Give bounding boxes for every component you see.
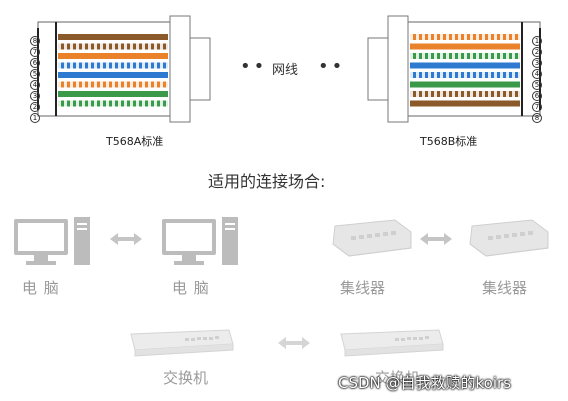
- computer-label-left: 电 脑: [22, 279, 60, 297]
- pin-a-7: 7: [30, 47, 40, 57]
- pin-b-1: 1: [532, 36, 542, 46]
- pin-a-2: 2: [30, 102, 40, 112]
- section-title: 适用的连接场合:: [208, 172, 326, 191]
- wire-b-8: [410, 100, 520, 107]
- pin-b-6: 6: [532, 91, 542, 101]
- computer-icon-right: [162, 217, 238, 265]
- pin-b-3: 3: [532, 58, 542, 68]
- t568b-label: T568B标准: [420, 135, 478, 148]
- hub-icon-left: [332, 219, 412, 257]
- pin-a-6: 6: [30, 58, 40, 68]
- wire-a-1: [58, 34, 168, 40]
- pin-a-3: 3: [30, 91, 40, 101]
- cable-label: 网线: [272, 63, 299, 78]
- hub-label-right: 集线器: [482, 279, 528, 297]
- t568a-connector: [37, 15, 211, 123]
- pin-b-5: 5: [532, 80, 542, 90]
- double-arrow-icon-row1: [110, 233, 142, 245]
- double-arrow-icon-row1b: [420, 233, 452, 245]
- switch-icon-left: [130, 329, 234, 357]
- pin-a-1: 1: [30, 113, 40, 123]
- hub-label-left: 集线器: [340, 279, 386, 297]
- watermark-text: CSDN @自我救赎的koirs: [338, 374, 512, 392]
- ellipsis-right: ••: [318, 56, 346, 77]
- switch-label-left: 交换机: [163, 369, 209, 387]
- double-arrow-icon-row2: [278, 337, 310, 349]
- pin-b-7: 7: [532, 102, 542, 112]
- pin-b-2: 2: [532, 47, 542, 57]
- pin-a-4: 4: [30, 80, 40, 90]
- wire-a-7: [58, 91, 168, 97]
- wire-a-5: [58, 72, 168, 78]
- wire-b-6: [410, 81, 520, 88]
- wire-a-3: [58, 53, 168, 59]
- computer-icon-left: [14, 217, 90, 265]
- ellipsis-left: ••: [240, 56, 268, 77]
- pin-b-4: 4: [532, 69, 542, 79]
- t568b-connector: [367, 15, 541, 123]
- computer-label-right: 电 脑: [172, 279, 210, 297]
- wire-b-2: [410, 43, 520, 50]
- wire-b-4: [410, 62, 520, 69]
- switch-label-right: 交换机: [375, 369, 421, 387]
- t568a-label: T568A标准: [106, 135, 164, 148]
- hub-icon-right: [469, 219, 549, 257]
- pin-a-8: 8: [30, 36, 40, 46]
- switch-icon-right: [340, 329, 444, 357]
- pin-a-5: 5: [30, 69, 40, 79]
- pin-b-8: 8: [532, 113, 542, 123]
